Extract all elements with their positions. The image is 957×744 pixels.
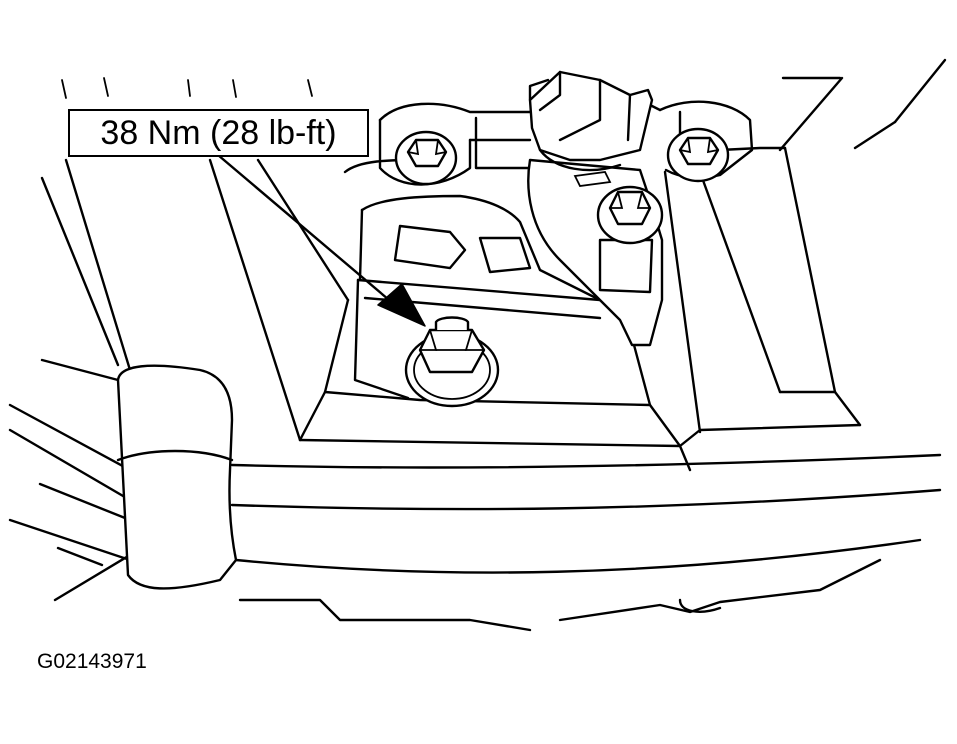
base-bands xyxy=(230,453,942,632)
torque-callout: 38 Nm (28 lb-ft) xyxy=(68,109,369,157)
bolt-top-left xyxy=(394,130,458,186)
torque-label: 38 Nm (28 lb-ft) xyxy=(100,114,337,152)
main-bolt xyxy=(404,316,500,408)
inner-plate xyxy=(353,194,632,400)
arrowhead-icon xyxy=(377,283,426,327)
background-edges xyxy=(61,58,947,152)
left-housing xyxy=(8,158,350,602)
bolt-middle-right xyxy=(596,185,664,245)
bolt-top-right xyxy=(666,127,730,183)
torque-leader xyxy=(216,153,426,327)
figure-id: G02143971 xyxy=(37,650,147,673)
